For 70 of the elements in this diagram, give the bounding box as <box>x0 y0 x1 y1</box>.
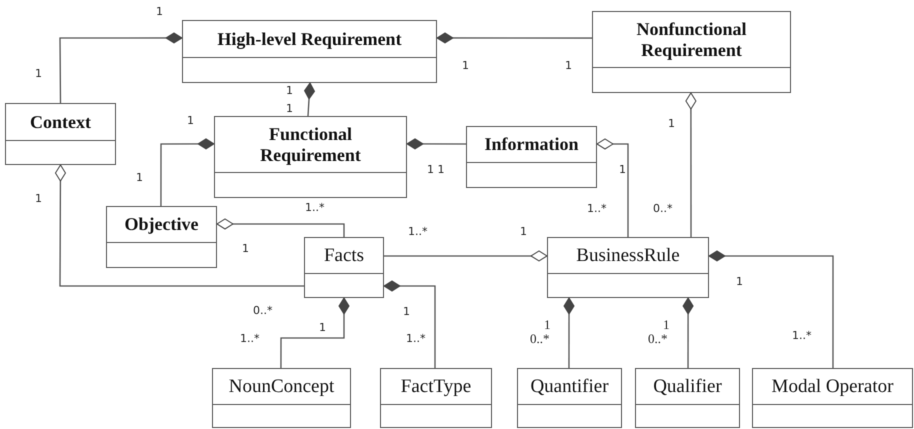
class-box <box>380 368 492 428</box>
multiplicity-label: 1 <box>619 164 626 175</box>
class-name: FactType <box>400 376 472 398</box>
multiplicity-label: 0..* <box>530 332 550 345</box>
association-line <box>304 82 315 116</box>
association-line <box>384 280 436 368</box>
class-name: BusinessRule <box>576 244 680 266</box>
multiplicity-label: 1 <box>462 60 469 71</box>
class-name: High-level Requirement <box>217 28 402 50</box>
multiplicity-label: 1 <box>663 318 670 331</box>
multiplicity-label: 1 <box>520 226 527 237</box>
multiplicity-label: 1 <box>136 172 143 183</box>
association-line <box>596 138 629 237</box>
association-line <box>54 164 304 287</box>
multiplicity-label: 1 <box>156 6 163 17</box>
class-box <box>517 368 622 428</box>
multiplicity-label: 1..* <box>240 333 260 344</box>
multiplicity-label: 1 <box>187 115 194 126</box>
association-line <box>564 298 575 368</box>
multiplicity-label: 1 <box>242 243 249 254</box>
multiplicity-label: 0..* <box>653 203 672 214</box>
class-name: Quantifier <box>530 376 609 398</box>
multiplicity-label: 0..* <box>253 305 272 316</box>
multiplicity-label: 1 <box>319 322 326 333</box>
class-name: Modal Operator <box>772 376 894 398</box>
multiplicity-label: 1..* <box>406 333 426 344</box>
class-box <box>752 368 913 428</box>
class-box <box>212 368 351 428</box>
multiplicity-label: 1 <box>668 118 675 129</box>
multiplicity-label: 1 <box>286 85 293 96</box>
class-box <box>182 20 437 83</box>
class-box <box>5 103 116 165</box>
multiplicity-label: 1 <box>35 193 42 204</box>
association-line <box>384 250 548 262</box>
multiplicity-label: 1..* <box>792 330 812 341</box>
class-box <box>466 126 597 188</box>
multiplicity-label: 1..* <box>408 226 428 237</box>
association-line <box>406 138 466 150</box>
association-line <box>708 250 834 368</box>
multiplicity-label: 1 <box>736 276 743 287</box>
association-line <box>280 298 350 368</box>
multiplicity-label: 1..* <box>305 202 324 213</box>
multiplicity-label: 1..* <box>587 203 606 214</box>
class-name: Objective <box>124 214 198 235</box>
multiplicity-label: 1 1 <box>427 164 444 175</box>
class-name: Qualifier <box>653 376 722 398</box>
association-line <box>685 92 696 237</box>
class-name: Information <box>484 134 578 155</box>
class-box <box>547 237 709 298</box>
multiplicity-label: 0..* <box>648 332 668 345</box>
association-line <box>216 218 345 237</box>
multiplicity-label: 1 <box>544 318 550 331</box>
multiplicity-label: 1 <box>35 68 42 79</box>
association-line <box>160 138 214 206</box>
multiplicity-label: 1 <box>403 306 410 317</box>
association-line <box>436 32 592 44</box>
class-name: Context <box>30 112 91 132</box>
association-line <box>59 32 182 103</box>
class-name: Facts <box>324 244 364 266</box>
multiplicity-label: 1 <box>565 60 572 71</box>
class-box <box>592 11 791 93</box>
class-box <box>635 368 740 428</box>
class-box <box>304 237 384 298</box>
class-box <box>214 116 407 198</box>
class-name: Functional Requirement <box>259 124 362 166</box>
class-box <box>106 206 217 268</box>
multiplicity-label: 1 <box>286 103 293 114</box>
class-name: NounConcept <box>228 376 334 398</box>
association-line <box>682 298 694 368</box>
class-name: Nonfunctional Requirement <box>635 18 748 60</box>
